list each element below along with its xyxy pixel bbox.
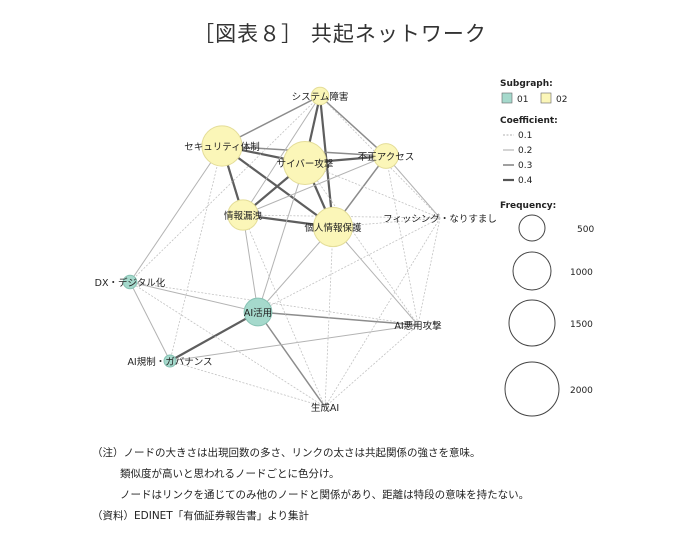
node-label-security: セキュリティ体制 <box>184 141 259 153</box>
edge-ai-genai <box>257 311 326 408</box>
node-label-phishing: フィッシング・なりすまし <box>383 213 497 225</box>
legend-swatch-01 <box>501 92 513 104</box>
note-line-1: （注）ノードの大きさは出現回数の多さ、リンクの太さは共起関係の強さを意味。 <box>92 447 481 459</box>
node-security <box>201 125 243 167</box>
node-dx <box>122 274 138 290</box>
node-label-dx: DX・デジタル化 <box>95 277 166 289</box>
edge-system-dx <box>129 95 321 283</box>
node-label-system: システム障害 <box>292 91 349 103</box>
edge-security-gov <box>169 145 223 362</box>
node-cyber <box>283 141 327 185</box>
node-label-privacy: 個人情報保護 <box>304 222 362 234</box>
node-gov <box>163 354 177 368</box>
edge-security-dx <box>129 145 223 283</box>
note-line-2: 類似度が高いと思われるノードごとに色分け。 <box>120 468 340 480</box>
node-label-cyber: サイバー攻撃 <box>277 158 334 170</box>
legend-subgraph-01: 01 <box>517 95 528 105</box>
edge-fusei-phishing <box>385 155 441 219</box>
legend-coefficient-title: Coefficient: <box>500 116 558 126</box>
legend: Subgraph: 01 02 Coefficient: 0.1 0.2 0.3… <box>500 79 594 417</box>
edge-dx-ai <box>129 281 259 313</box>
node-label-genai: 生成AI <box>311 402 339 414</box>
legend-freq-circle-1500 <box>508 299 556 347</box>
legend-freq-circle-2000 <box>504 361 560 417</box>
figure-title: ［図表８］ 共起ネットワーク <box>193 22 487 46</box>
edge-dx-aiattack <box>129 281 419 326</box>
node-leak <box>227 199 259 231</box>
edge-system-leak <box>242 95 321 216</box>
edge-leak-genai <box>242 214 326 408</box>
edge-fusei-aiattack <box>385 155 419 326</box>
legend-swatch-02 <box>540 92 552 104</box>
edge-leak-fusei <box>242 155 387 216</box>
legend-freq-1000: 1000 <box>570 268 593 278</box>
node-ai <box>243 297 273 327</box>
note-line-4: （資料）EDINET「有価証券報告書」より集計 <box>92 510 310 522</box>
edge-dx-gov <box>129 281 171 362</box>
node-label-ai: AI活用 <box>244 307 272 319</box>
node-label-gov: AI規制・ガバナンス <box>127 356 212 368</box>
edge-privacy-genai <box>324 226 334 408</box>
note-line-3: ノードはリンクを通じてのみ他のノードと関係があり、距離は特段の意味を持たない。 <box>120 489 530 501</box>
node-label-leak: 情報漏洩 <box>224 210 263 222</box>
legend-freq-2000: 2000 <box>570 386 593 396</box>
edge-cyber-phishing <box>304 162 441 219</box>
legend-coef-03: 0.3 <box>518 161 532 171</box>
edge-gov-genai <box>169 360 326 408</box>
legend-freq-circle-500 <box>518 214 546 242</box>
edge-leak-ai <box>242 214 259 313</box>
node-fusei <box>373 143 399 169</box>
edge-ai-phishing <box>257 217 441 313</box>
notes: （注）ノードの大きさは出現回数の多さ、リンクの太さは共起関係の強さを意味。 類似… <box>92 443 529 527</box>
node-label-aiattack: AI悪用攻撃 <box>394 320 442 332</box>
edge-security-privacy <box>221 145 334 228</box>
edge-gov-aiattack <box>169 324 419 362</box>
edge-phishing-aiattack <box>417 217 441 326</box>
legend-coef-02: 0.2 <box>518 146 532 156</box>
legend-subgraph-02: 02 <box>556 95 567 105</box>
edge-ai-gov <box>169 311 259 362</box>
node-label-fusei: 不正アクセス <box>358 152 415 163</box>
edge-ai-aiattack <box>257 311 419 326</box>
edge-dx-genai <box>129 281 326 408</box>
edge-phishing-genai <box>324 217 441 408</box>
edge-aiattack-genai <box>324 324 419 408</box>
legend-subgraph-title: Subgraph: <box>500 79 553 89</box>
legend-frequency-title: Frequency: <box>500 201 556 211</box>
edge-system-fusei <box>319 95 387 157</box>
legend-freq-1500: 1500 <box>570 320 593 330</box>
node-system <box>310 86 330 106</box>
edge-privacy-aiattack <box>332 226 419 326</box>
node-privacy <box>312 206 354 248</box>
edge-cyber-ai <box>257 162 306 313</box>
edge-cyber-aiattack <box>304 162 419 326</box>
legend-freq-circle-1000 <box>512 251 552 291</box>
legend-coef-04: 0.4 <box>518 176 533 186</box>
legend-freq-500: 500 <box>577 225 594 235</box>
legend-coef-01: 0.1 <box>518 131 532 141</box>
